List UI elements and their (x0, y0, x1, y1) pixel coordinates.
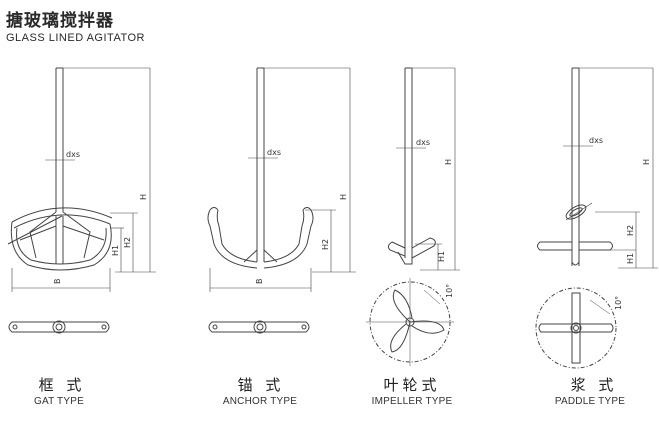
dim-h-2: H (339, 194, 348, 200)
dim-h-1: H (139, 194, 148, 200)
impeller-agitator-plan (366, 278, 454, 366)
caption-frame-cn: 框 式 (38, 376, 86, 394)
dim-h1-3: H1 (437, 251, 446, 262)
dim-angle-4: 10° (614, 296, 623, 310)
caption-frame-en: GAT TYPE (34, 396, 84, 407)
dim-h1-1: H1 (111, 245, 120, 256)
caption-paddle-cn: 浆 式 (570, 376, 618, 394)
paddle-agitator-plan (535, 287, 617, 369)
caption-impeller-en: IMPELLER TYPE (371, 396, 453, 407)
dim-b-2: B (255, 279, 264, 285)
dim-h2-1: H2 (123, 237, 132, 248)
caption-paddle-en: PADDLE TYPE (554, 396, 626, 407)
page-subtitle: GLASS LINED AGITATOR (6, 32, 145, 44)
page-title: 搪玻璃搅拌器 (6, 11, 114, 31)
caption-anchor-en: ANCHOR TYPE (222, 396, 298, 407)
anchor-agitator-plan (208, 320, 310, 334)
dim-angle-3: 10° (445, 284, 454, 298)
anchor-agitator-elevation (207, 67, 356, 292)
dim-h2-4: H2 (626, 225, 635, 236)
impeller-agitator-elevation (387, 67, 460, 271)
dim-shaft-4: dxs (589, 136, 603, 145)
paddle-agitator-elevation (537, 67, 658, 269)
dim-shaft-3: dxs (416, 138, 430, 147)
dim-shaft-1: dxs (66, 150, 80, 159)
dim-h1-4: H1 (626, 253, 635, 264)
frame-agitator-plan (8, 320, 110, 334)
caption-anchor-cn: 锚 式 (237, 376, 285, 394)
frame-agitator-elevation (7, 67, 156, 292)
dim-b-1: B (53, 279, 62, 285)
caption-impeller-cn: 叶轮式 (383, 376, 441, 394)
dim-h-3: H (444, 159, 453, 165)
dim-h-4: H (642, 159, 651, 165)
dimension-texts: dxs H H2 H1 B dxs H H2 B dxs H H1 10° dx… (53, 136, 651, 310)
dim-h2-2: H2 (321, 239, 330, 250)
dim-shaft-2: dxs (267, 148, 281, 157)
